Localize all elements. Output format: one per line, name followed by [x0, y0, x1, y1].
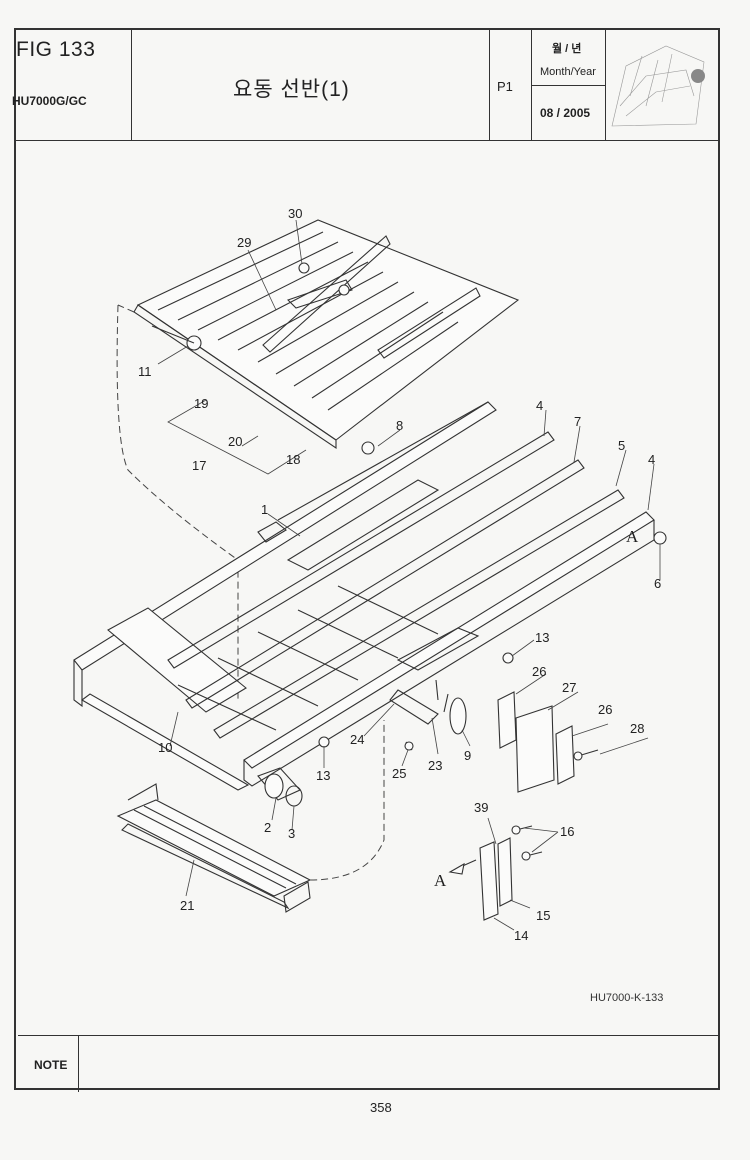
callout-label: 19	[194, 396, 208, 411]
callout-label: 13	[316, 768, 330, 783]
callout-label: 21	[180, 898, 194, 913]
date-divider	[532, 85, 606, 86]
note-label: NOTE	[34, 1058, 68, 1072]
machine-thumbnail-image	[611, 45, 705, 127]
callout-label: 6	[654, 576, 661, 591]
callout-label: 27	[562, 680, 576, 695]
note-row	[18, 1035, 720, 1092]
page-id-cell	[490, 30, 532, 140]
callout-label: 24	[350, 732, 364, 747]
drawing-reference-code: HU7000-K-133	[590, 992, 664, 1004]
callout-label: 29	[237, 235, 251, 250]
callout-label: 23	[428, 758, 442, 773]
callout-leaders	[157, 219, 661, 931]
callout-label: 18	[286, 452, 300, 467]
view-marker: A	[626, 527, 639, 546]
callout-label: 4	[536, 398, 543, 413]
side-brackets	[497, 691, 599, 793]
page-id: P1	[497, 79, 513, 94]
callout-label: 4	[648, 452, 655, 467]
callout-label: 25	[392, 766, 406, 781]
callout-label: 14	[514, 928, 528, 943]
callout-label: 2	[264, 820, 271, 835]
callout-label: 8	[396, 418, 403, 433]
callout-label: 11	[138, 364, 152, 379]
callout-label: 28	[630, 721, 644, 736]
lower-bracket-set	[448, 825, 543, 921]
title-cell	[132, 30, 490, 140]
callout-label: 39	[474, 800, 488, 815]
callout-label: 13	[535, 630, 549, 645]
fig-cell	[16, 30, 132, 140]
page-frame	[14, 28, 720, 1090]
header-divider	[16, 140, 718, 141]
callout-label: 3	[288, 826, 295, 841]
callout-label: 7	[574, 414, 581, 429]
view-marker: A	[434, 871, 447, 890]
fig-label: FIG 133	[16, 38, 96, 61]
callout-label: 10	[158, 740, 172, 755]
main-frame	[73, 401, 667, 807]
date-label-korean: 월 / 년	[552, 43, 582, 55]
callout-label: 15	[536, 908, 550, 923]
callout-label: 1	[261, 502, 268, 517]
callout-label: 5	[618, 438, 625, 453]
callout-label: 17	[192, 458, 206, 473]
callout-label: 26	[598, 702, 612, 717]
callout-label: 20	[228, 434, 242, 449]
date-value: 08 / 2005	[540, 106, 591, 120]
date-label-english: Month/Year	[540, 66, 596, 78]
callout-label: 26	[532, 664, 546, 679]
callout-labels: 30 29 11 19 20 17 18 8 1 4 7 5 4 6 13 26…	[138, 206, 661, 943]
parts-diagram: 30 29 11 19 20 17 18 8 1 4 7 5 4 6 13 26…	[73, 206, 667, 943]
note-divider	[78, 1036, 79, 1092]
lower-tray	[116, 720, 385, 913]
callout-label: 9	[464, 748, 471, 763]
page-title: 요동 선반(1)	[233, 78, 350, 101]
callout-label: 30	[288, 206, 302, 221]
upper-sieve-tray	[116, 219, 520, 700]
callout-label: 16	[560, 824, 574, 839]
page-number: 358	[370, 1100, 392, 1115]
model-label: HU7000G/GC	[12, 94, 87, 108]
